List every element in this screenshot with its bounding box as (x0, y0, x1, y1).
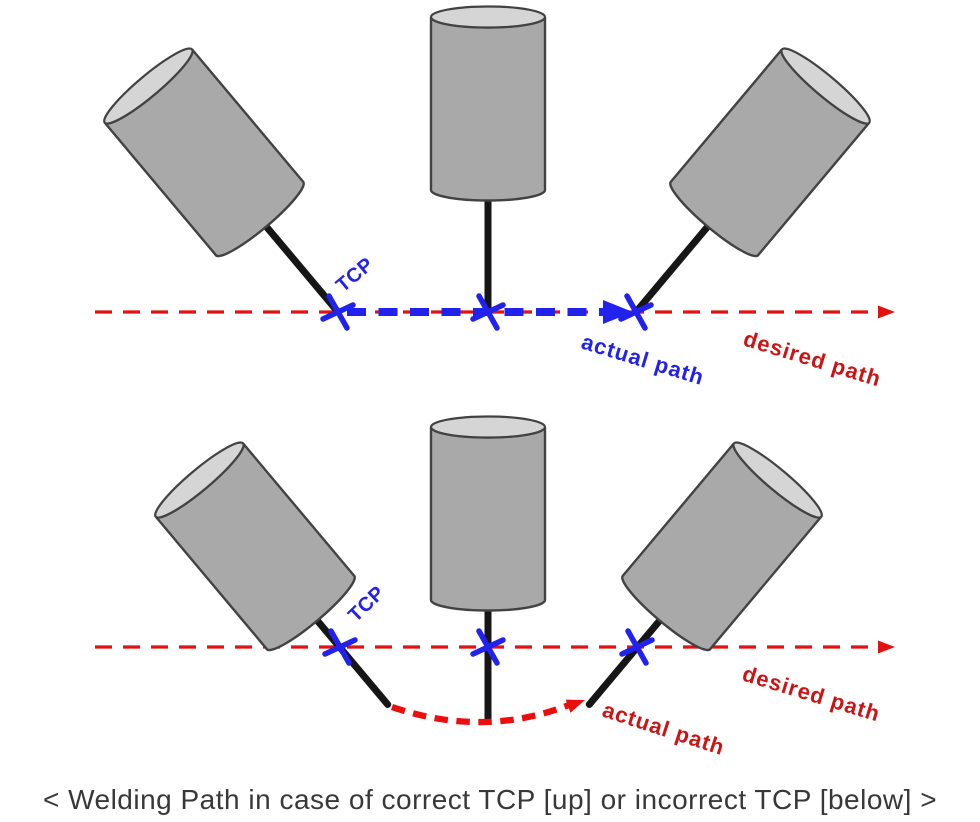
welding-tool-top-right (594, 41, 876, 347)
actual-path-label-top: actual path (579, 329, 708, 390)
panel-correct-tcp: TCP actual path desired path (95, 7, 895, 392)
actual-path-curve-bottom (390, 700, 576, 726)
welding-tool-top-center (431, 7, 545, 311)
tcp-label-top: TCP (332, 253, 378, 297)
desired-path-arrowhead-bottom (878, 640, 895, 654)
welding-tool-bottom-center (431, 417, 545, 721)
figure-caption: < Welding Path in case of correct TCP [u… (43, 784, 937, 815)
panel-incorrect-tcp: TCP actual path desired path (95, 417, 895, 760)
actual-path-label-bottom: actual path (599, 697, 728, 760)
welding-tool-bottom-left (149, 435, 431, 741)
welding-tool-top-left (98, 41, 380, 347)
tcp-label-bottom: TCP (344, 582, 389, 627)
actual-path-arrowhead-bottom (565, 699, 585, 713)
desired-path-label-top: desired path (741, 326, 885, 392)
desired-path-label-bottom: desired path (740, 661, 884, 727)
desired-path-arrowhead-top (878, 305, 895, 319)
actual-path-arrowhead-top (603, 300, 633, 324)
